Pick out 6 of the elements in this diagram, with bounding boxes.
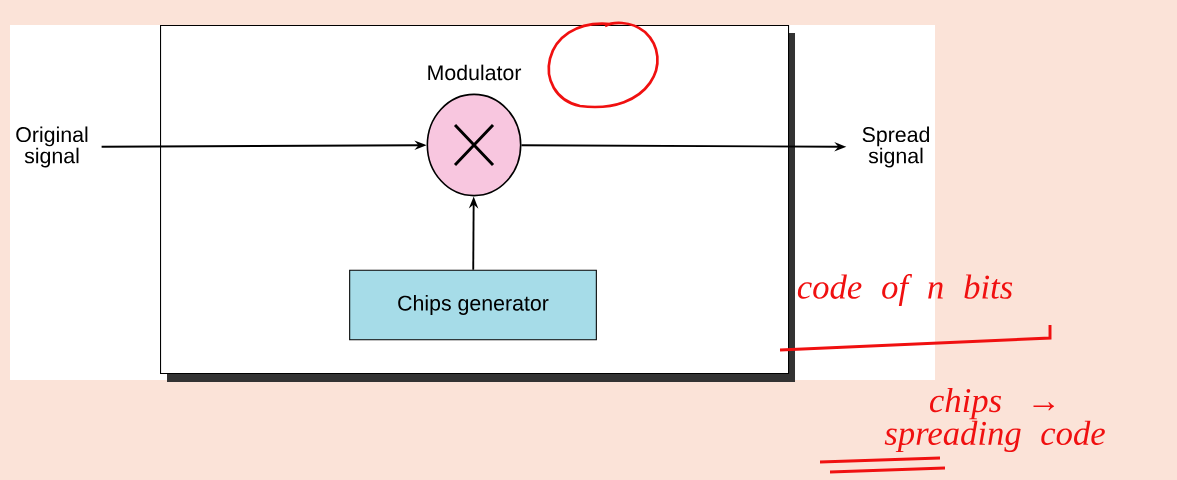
node-label: Modulator <box>428 64 522 81</box>
generator-box: Chips generator <box>349 269 597 341</box>
signal-label: Spread signal <box>862 126 930 168</box>
handwritten-note: chips → spreading code <box>884 387 1105 453</box>
signal-label: Original signal <box>16 126 88 168</box>
handwritten-note: code of n bits <box>797 274 1013 306</box>
